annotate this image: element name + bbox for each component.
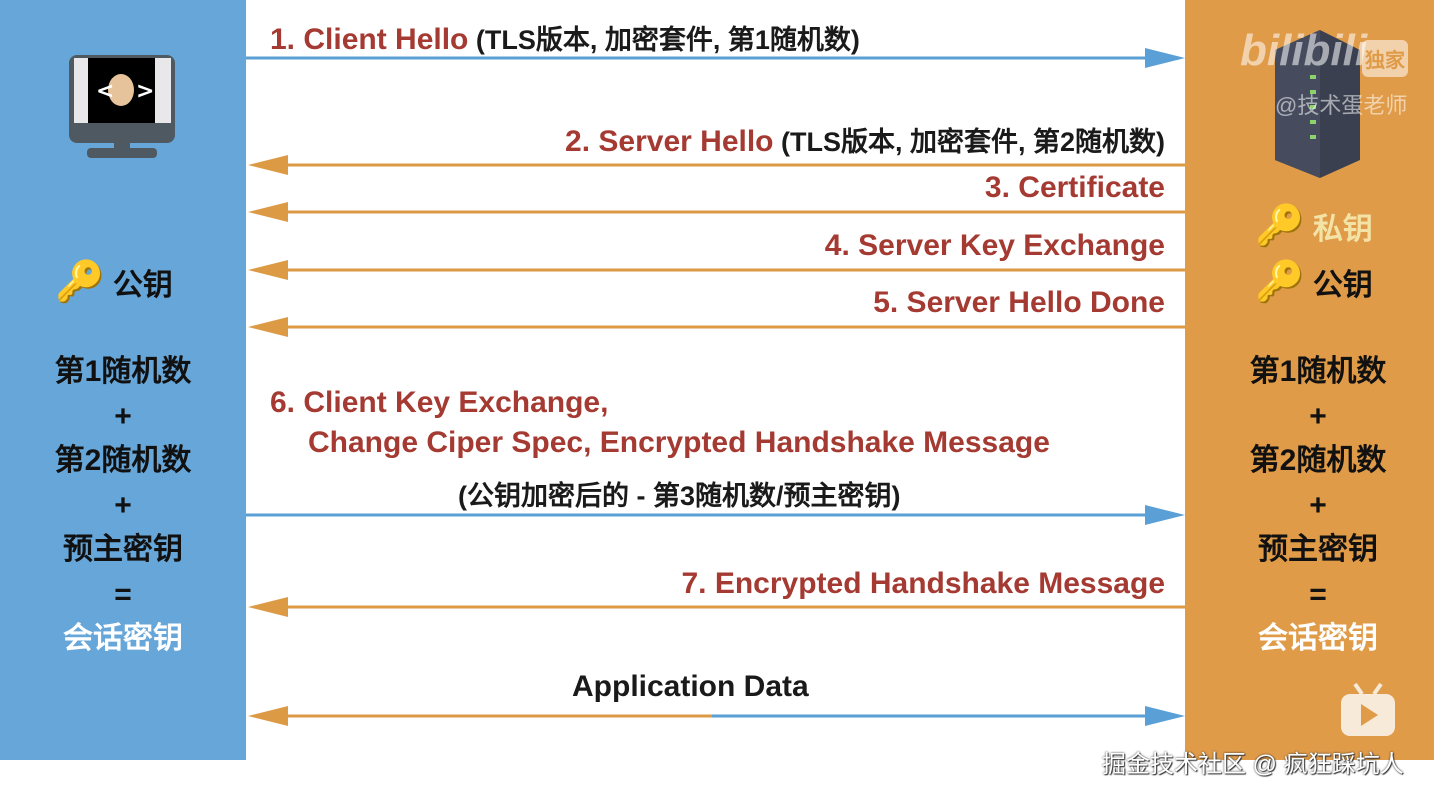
arrow-application-data [248,706,1185,726]
key-icon: 🔑 [1255,204,1305,248]
message-2: 2. Server Hello (TLS版本, 加密套件, 第2随机数) [565,125,1165,158]
client-public-key: 🔑公钥 [55,260,173,304]
server-private-key: 🔑私钥 [1255,204,1373,248]
arrow-7 [248,597,1185,617]
message-application-data: Application Data [572,670,809,703]
bilibili-tv-icon [1341,682,1395,736]
server-session-key-formula: 第1随机数+第2随机数+预主密钥=会话密钥 [1249,355,1387,655]
arrow-3 [248,202,1185,222]
arrow-5 [248,317,1185,337]
message-4: 4. Server Key Exchange [824,229,1165,262]
message-5: 5. Server Hello Done [873,286,1165,319]
key-icon: 🔑 [55,260,105,304]
exclusive-badge: 独家 [1362,40,1408,77]
arrow-1 [246,48,1185,68]
author-watermark: @技术蛋老师 [1275,93,1408,118]
server-public-key: 🔑公钥 [1255,260,1373,304]
message-3: 3. Certificate [984,171,1165,204]
server-rack-icon [1275,30,1360,178]
bilibili-logo: bilibili [1240,26,1368,75]
message-1: 1. Client Hello (TLS版本, 加密套件, 第1随机数) [270,23,860,56]
message-6-line1: 6. Client Key Exchange, [270,386,609,419]
message-7: 7. Encrypted Handshake Message [681,567,1165,600]
message-6-detail: (公钥加密后的 - 第3随机数/预主密钥) [458,481,901,511]
message-6-line2: Change Ciper Spec, Encrypted Handshake M… [308,426,1050,459]
arrow-2 [248,155,1185,175]
computer-icon: < > [69,55,175,158]
arrow-6 [246,505,1185,525]
key-icon: 🔑 [1255,260,1305,304]
client-session-key-formula: 第1随机数+第2随机数+预主密钥=会话密钥 [54,355,192,655]
svg-text:>: > [136,79,154,104]
arrow-4 [248,260,1185,280]
svg-text:<: < [96,79,114,104]
footer-watermark: 掘金技术社区 @ 疯狂踩坑人 [1102,751,1404,778]
